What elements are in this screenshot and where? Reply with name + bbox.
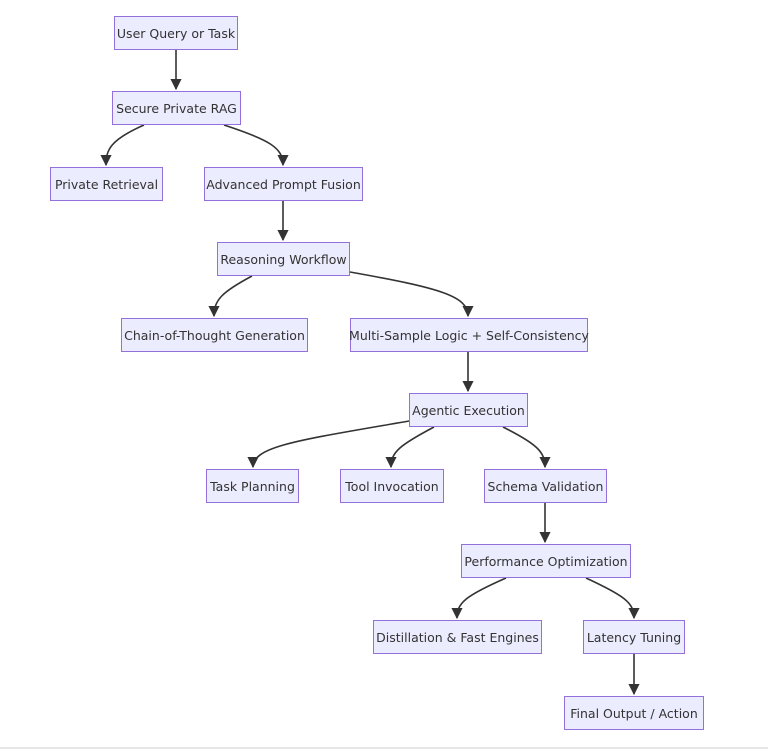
- edge-agentic-execution-to-tool-invocation: [385, 426, 435, 469]
- edge-agentic-execution-to-schema-validation: [502, 426, 551, 469]
- edge-performance-optimization-to-distillation-fast-engines: [451, 577, 507, 620]
- node-distillation-fast-engines: Distillation & Fast Engines: [373, 620, 542, 654]
- node-latency-tuning: Latency Tuning: [583, 620, 685, 654]
- node-user-query: User Query or Task: [114, 16, 238, 50]
- node-performance-optimization: Performance Optimization: [461, 544, 631, 578]
- node-advanced-prompt-fusion: Advanced Prompt Fusion: [204, 167, 363, 201]
- node-schema-validation: Schema Validation: [484, 469, 607, 503]
- node-reasoning-workflow: Reasoning Workflow: [217, 242, 350, 276]
- node-agentic-execution: Agentic Execution: [409, 393, 528, 427]
- edge-secure-private-rag-to-advanced-prompt-fusion: [223, 124, 289, 167]
- edge-secure-private-rag-to-private-retrieval: [100, 124, 145, 167]
- edge-reasoning-workflow-to-chain-of-thought-generation: [208, 275, 253, 318]
- bottom-divider: [0, 747, 768, 749]
- edge-agentic-execution-to-task-planning: [247, 420, 410, 469]
- node-private-retrieval: Private Retrieval: [50, 167, 163, 201]
- node-secure-private-rag: Secure Private RAG: [112, 91, 241, 125]
- node-task-planning: Task Planning: [206, 469, 299, 503]
- edge-performance-optimization-to-latency-tuning: [585, 577, 640, 620]
- node-final-output-action: Final Output / Action: [564, 696, 704, 730]
- node-multi-sample-logic: Multi-Sample Logic + Self-Consistency: [349, 318, 589, 352]
- edge-reasoning-workflow-to-multi-sample-logic: [349, 271, 474, 318]
- node-tool-invocation: Tool Invocation: [340, 469, 444, 503]
- node-chain-of-thought-generation: Chain-of-Thought Generation: [121, 318, 308, 352]
